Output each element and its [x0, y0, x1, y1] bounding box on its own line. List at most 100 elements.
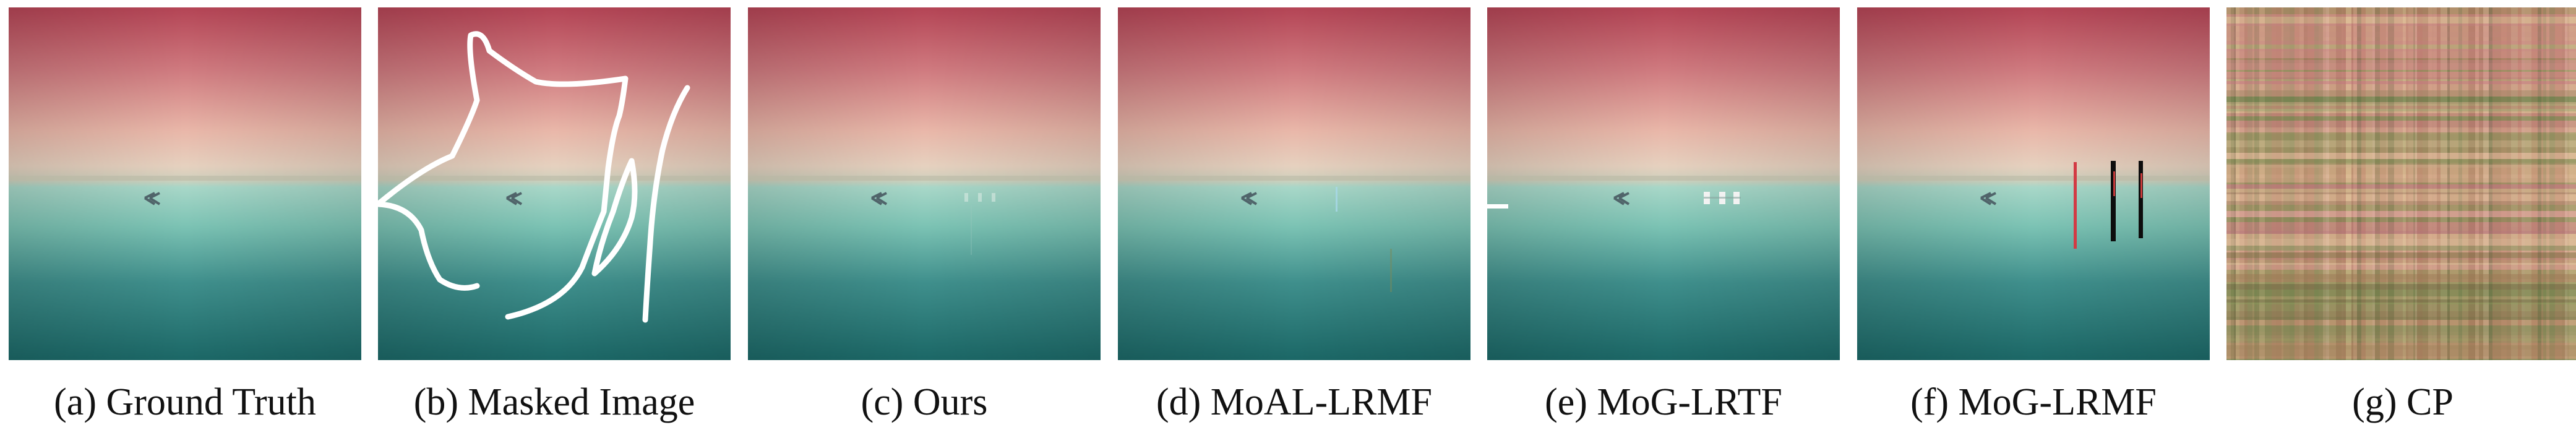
cp-vertical-stripe [2458, 7, 2462, 360]
cp-vertical-stripe [2361, 7, 2366, 360]
cp-vertical-stripe [2282, 7, 2283, 360]
cp-horizontal-stripe [2226, 79, 2576, 81]
cp-horizontal-stripe [2226, 320, 2576, 325]
cp-horizontal-stripe [2226, 45, 2576, 49]
cp-horizontal-stripe [2226, 41, 2576, 45]
masked-image [378, 7, 731, 360]
cp-horizontal-stripe [2226, 356, 2576, 359]
panel-cp [2226, 7, 2576, 360]
cp-vertical-stripe [2283, 7, 2290, 360]
ours-image [748, 7, 1101, 360]
cp-horizontal-stripe [2226, 170, 2576, 174]
cp-horizontal-stripe [2226, 222, 2576, 227]
cp-vertical-stripe [2492, 7, 2494, 360]
cp-horizontal-stripe [2226, 299, 2576, 303]
cp-horizontal-stripe [2226, 75, 2576, 77]
cp-vertical-stripe [2342, 7, 2343, 360]
cp-horizontal-stripe [2226, 116, 2576, 121]
cp-horizontal-stripe [2226, 335, 2576, 338]
cp-vertical-stripe [2567, 7, 2569, 360]
cp-horizontal-stripe [2226, 153, 2576, 159]
caption-mog-lrtf: (e) MoG-LRTF [1545, 381, 1782, 423]
cp-horizontal-stripe [2226, 106, 2576, 109]
cp-vertical-stripe [2375, 7, 2380, 360]
cp-vertical-stripe [2489, 7, 2492, 360]
cp-vertical-stripe [2428, 7, 2432, 360]
cp-vertical-stripe [2437, 7, 2441, 360]
panel-mog-lrmf [1857, 7, 2210, 360]
cp-horizontal-stripe [2226, 282, 2576, 284]
cp-horizontal-stripe [2226, 165, 2576, 168]
panel-mog-lrtf [1487, 7, 1840, 360]
cp-horizontal-stripe [2226, 58, 2576, 60]
cp-horizontal-stripe [2226, 258, 2576, 260]
panel-masked-image [378, 7, 731, 360]
cp-vertical-stripe [2231, 7, 2234, 360]
cp-horizontal-stripe [2226, 211, 2576, 217]
cp-vertical-stripe [2538, 7, 2541, 360]
cp-vertical-stripe [2259, 7, 2265, 360]
cp-vertical-stripe [2366, 7, 2372, 360]
cp-horizontal-stripe [2226, 284, 2576, 290]
cp-vertical-stripe [2494, 7, 2501, 360]
cp-vertical-stripe [2562, 7, 2565, 360]
cp-horizontal-stripe [2226, 325, 2576, 332]
artifacts [1487, 192, 1741, 209]
cp-horizontal-stripe [2226, 113, 2576, 116]
cp-vertical-stripe [2475, 7, 2479, 360]
cp-vertical-stripe [2386, 7, 2388, 360]
cp-vertical-stripe [2329, 7, 2336, 360]
cp-horizontal-stripe [2226, 104, 2576, 106]
caption-masked-image: (b) Masked Image [413, 381, 695, 423]
cp-horizontal-stripe [2226, 37, 2576, 41]
cp-horizontal-stripe [2226, 97, 2576, 102]
cp-vertical-stripe [2546, 7, 2549, 360]
cp-horizontal-stripe [2226, 274, 2576, 279]
cp-vertical-stripe [2353, 7, 2357, 360]
cp-vertical-stripe [2394, 7, 2398, 360]
cp-horizontal-stripe [2226, 111, 2576, 113]
cp-vertical-stripe [2406, 7, 2408, 360]
cp-vertical-stripe [2511, 7, 2518, 360]
cp-horizontal-stripe [2226, 26, 2576, 32]
cp-vertical-stripe [2423, 7, 2428, 360]
cp-vertical-stripe [2388, 7, 2394, 360]
cp-vertical-stripe [2304, 7, 2308, 360]
cp-vertical-stripe [2531, 7, 2538, 360]
cp-vertical-stripe [2507, 7, 2511, 360]
cp-horizontal-stripe [2226, 189, 2576, 192]
cp-vertical-stripe [2450, 7, 2454, 360]
cp-vertical-stripe [2272, 7, 2276, 360]
cp-horizontal-stripe [2226, 290, 2576, 296]
artifacts [2074, 161, 2143, 249]
mog-lrmf-image [1857, 7, 2210, 360]
cp-vertical-stripe [2308, 7, 2314, 360]
cp-vertical-stripe [2569, 7, 2573, 360]
cp-vertical-stripe [2432, 7, 2434, 360]
ground-truth-image [9, 7, 361, 360]
cp-horizontal-stripe [2226, 121, 2576, 127]
cp-horizontal-stripe [2226, 231, 2576, 234]
cp-vertical-stripe [2468, 7, 2475, 360]
caption-mog-lrmf: (f) MoG-LRMF [1910, 381, 2157, 423]
cp-vertical-stripe [2290, 7, 2295, 360]
cp-horizontal-stripe [2226, 7, 2576, 14]
cp-vertical-stripe [2479, 7, 2483, 360]
cp-horizontal-stripe [2226, 134, 2576, 140]
caption-ground-truth: (a) Ground Truth [54, 381, 316, 423]
cp-horizontal-stripe [2226, 168, 2576, 170]
cp-vertical-stripe [2483, 7, 2489, 360]
cp-vertical-stripe [2541, 7, 2543, 360]
cp-vertical-stripe [2434, 7, 2437, 360]
caption-moal-lrmf: (d) MoAL-LRMF [1156, 381, 1433, 423]
cp-horizontal-stripe [2226, 140, 2576, 147]
cp-vertical-stripe [2234, 7, 2236, 360]
cp-vertical-stripe [2403, 7, 2406, 360]
cp-vertical-stripe [2343, 7, 2346, 360]
mask-strokes [378, 31, 690, 323]
cp-horizontal-stripe [2226, 60, 2576, 63]
cp-horizontal-stripe [2226, 234, 2576, 239]
cp-horizontal-stripe [2226, 350, 2576, 356]
cp-vertical-stripe [2462, 7, 2468, 360]
